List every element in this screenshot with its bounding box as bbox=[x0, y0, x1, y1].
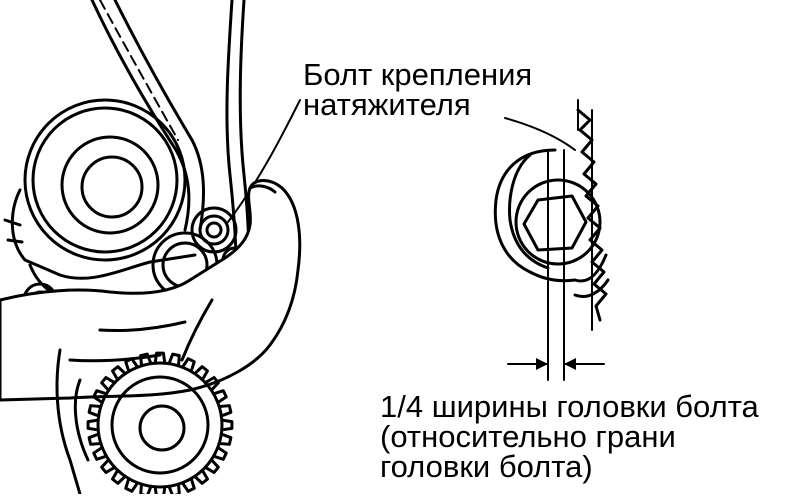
sprocket-tooth bbox=[217, 432, 233, 446]
sprocket-tooth bbox=[139, 352, 153, 368]
sprocket-tooth bbox=[92, 389, 108, 405]
quarter-width-label: 1/4 ширины головки болта (относительно г… bbox=[380, 389, 759, 484]
sprocket-tooth bbox=[100, 458, 117, 474]
sprocket-tooth bbox=[193, 468, 209, 485]
sprocket-tooth bbox=[220, 418, 234, 432]
sprocket-tooth bbox=[193, 365, 209, 382]
quarter-label-line-3: головки болта) bbox=[380, 449, 593, 484]
belt-lower bbox=[55, 348, 82, 496]
sprocket-tooth bbox=[180, 357, 196, 373]
sprocket-tooth bbox=[203, 458, 220, 474]
sprocket-tooth bbox=[87, 432, 103, 446]
quarter-label-line-1: 1/4 ширины головки болта bbox=[380, 389, 759, 424]
sprocket-tooth bbox=[92, 445, 108, 461]
detail-view bbox=[493, 99, 610, 381]
belt-lower-inner bbox=[73, 378, 90, 462]
sprocket-tooth bbox=[212, 389, 228, 405]
sprocket-tooth bbox=[124, 357, 140, 373]
sprocket-tooth bbox=[203, 376, 220, 392]
quarter-label-line-2: (относительно грани bbox=[380, 419, 676, 454]
sprocket-tooth bbox=[100, 376, 117, 392]
upper-pulley bbox=[23, 98, 187, 262]
sprocket-tooth bbox=[217, 404, 233, 418]
bolt-leader-line bbox=[227, 99, 301, 223]
crank-sprocket bbox=[86, 351, 234, 499]
sprocket-tooth bbox=[111, 468, 127, 485]
sprocket-tooth bbox=[180, 477, 196, 493]
sprocket-tooth bbox=[87, 404, 103, 418]
bolt-label-line-1: Болт крепления bbox=[303, 57, 533, 92]
hand-icon bbox=[0, 179, 302, 402]
sprocket-tooth bbox=[86, 418, 100, 432]
sprocket-tooth bbox=[212, 445, 228, 461]
sprocket-tooth bbox=[153, 351, 167, 365]
sprocket-tooth bbox=[167, 352, 181, 368]
sprocket-tooth bbox=[124, 477, 140, 493]
bolt-label: Болт крепления натяжителя bbox=[303, 57, 533, 122]
bolt-label-line-2: натяжителя bbox=[303, 87, 471, 122]
sprocket-tooth bbox=[111, 365, 127, 382]
